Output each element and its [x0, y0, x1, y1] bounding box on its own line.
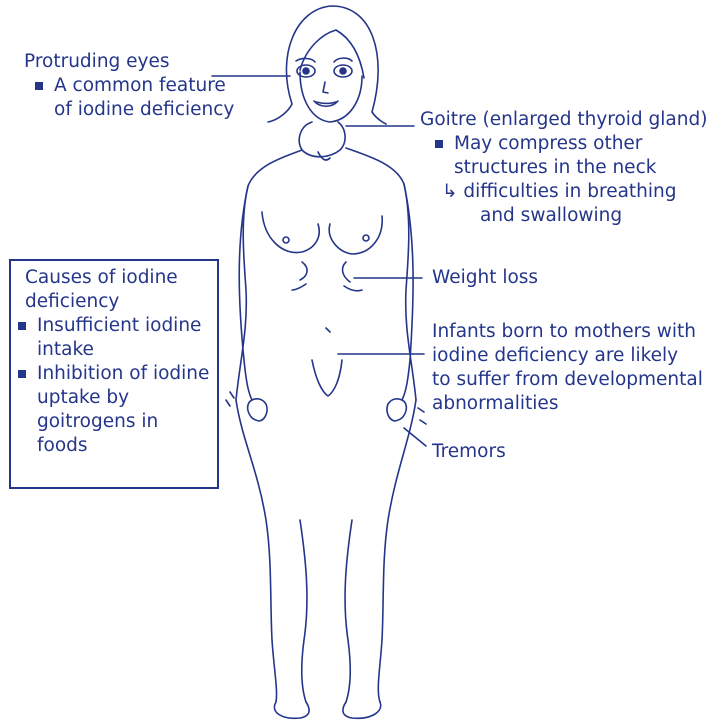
bullet-icon — [18, 322, 26, 330]
left-hand — [248, 399, 267, 421]
right-hand — [387, 399, 406, 421]
tremors-label: Tremors — [432, 440, 506, 464]
face — [300, 72, 362, 122]
bullet-icon — [35, 82, 43, 90]
goitre — [299, 122, 345, 160]
protruding-eyes-heading: Protruding eyes — [24, 50, 234, 74]
goitre-heading: Goitre (enlarged thyroid gland) — [420, 108, 707, 132]
goitre-label: Goitre (enlarged thyroid gland) May comp… — [420, 108, 707, 228]
protruding-eyes-label: Protruding eyes A common feature of iodi… — [24, 50, 234, 122]
weight-loss-label: Weight loss — [432, 266, 538, 290]
causes-box: Causes of iodine deficiency Insufficient… — [9, 259, 219, 489]
bullet-icon — [435, 140, 443, 148]
causes-title: Causes of iodine — [25, 266, 209, 290]
bullet-icon — [18, 370, 26, 378]
infants-label: Infants born to mothers with iodine defi… — [432, 320, 703, 416]
arrow-icon: ↳ — [442, 181, 458, 202]
